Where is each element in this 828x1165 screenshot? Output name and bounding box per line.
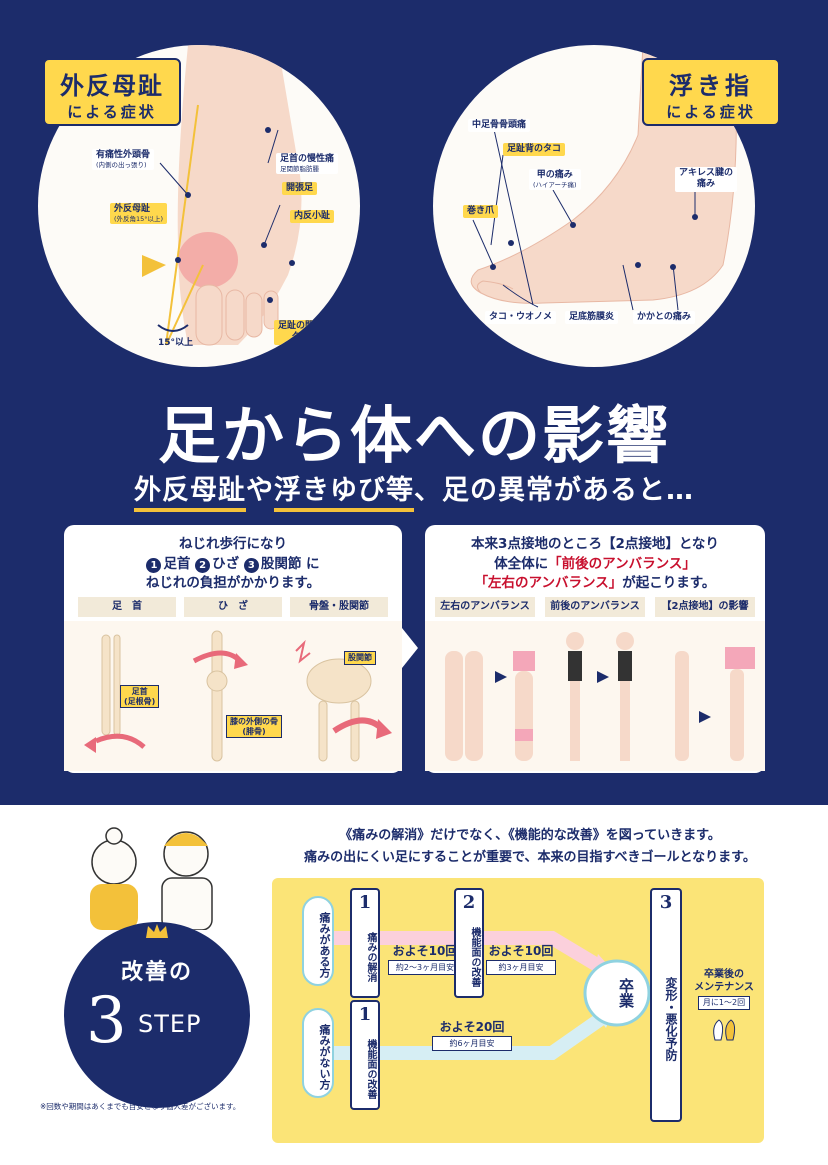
callout-corn: タコ・ウオノメ xyxy=(485,311,557,325)
step2-frequency: およそ10回約3ヶ月目安 xyxy=(486,942,556,975)
callout-splay-foot: 開張足 xyxy=(282,182,318,196)
tag-ankle: 足 首 xyxy=(78,597,176,617)
callout-ankle-pain: 足首の慢性痛足関節脂肪腫 xyxy=(276,153,339,175)
insole-icon xyxy=(713,1019,736,1041)
label-ankle-bone: 足首(足根骨) xyxy=(120,685,160,709)
imbalance-line3: 「左右のアンバランス」が起こります。 xyxy=(474,575,716,592)
graduate-label: 卒業 xyxy=(617,978,635,1008)
hallux-valgus-circle: 有痛性外頭骨(内側の出っ張り) 足首の慢性痛足関節脂肪腫 開張足 外反母趾(外反… xyxy=(38,45,360,367)
tag-lr-imbalance: 左右のアンバランス xyxy=(435,597,535,617)
without-pain-label: 痛みがない方 xyxy=(302,1008,334,1098)
tag-fb-imbalance: 前後のアンバランス xyxy=(545,597,645,617)
part-ankle: 足首 xyxy=(163,555,191,572)
step1-frequency: およそ10回約2〜3ヶ月目安 xyxy=(388,942,462,975)
step-circle-title: 改善の xyxy=(120,960,193,985)
tag-hip: 骨盤・股関節 xyxy=(290,597,388,617)
callout-painful-bone: 有痛性外頭骨(内側の出っ張り) xyxy=(92,149,155,171)
footnote: ※回数や期間はあくまでも目安となり個人差がございます。 xyxy=(40,1102,241,1111)
tag-knee: ひ ざ xyxy=(184,597,282,617)
subheadline-hallux-valgus: 外反母趾 xyxy=(134,475,246,512)
tag-two-point-effect: 【2点接地】の影響 xyxy=(655,597,755,617)
imbalance-line1: 本来3点接地のところ【2点接地】となり xyxy=(471,536,719,552)
floating-toe-title-box: 浮き指 による症状 xyxy=(642,58,780,126)
floating-toe-subtitle: による症状 xyxy=(666,103,756,121)
subheadline-floating-toe: 浮きゆび等 xyxy=(274,475,414,512)
callout-achilles: アキレス腱の痛み xyxy=(675,167,738,192)
step-circle-number: 3 xyxy=(86,984,127,1058)
num-badge-2: 2 xyxy=(195,557,211,573)
flow-arrows xyxy=(332,931,651,1060)
intro-line1: 《痛みの解消》だけでなく、《機能的な改善》を図っていきます。 xyxy=(339,828,721,843)
callout-instep: 甲の痛み(ハイアーチ痛) xyxy=(529,169,581,191)
crown-icon xyxy=(146,924,168,938)
hallux-valgus-title: 外反母趾 xyxy=(60,72,164,100)
floating-toe-title: 浮き指 xyxy=(669,72,753,100)
top-section: 有痛性外頭骨(内側の出っ張り) 足首の慢性痛足関節脂肪腫 開張足 外反母趾(外反… xyxy=(0,0,828,805)
panel-arrow xyxy=(402,628,418,668)
imbalance-line2: 体全体に「前後のアンバランス」 xyxy=(494,555,696,572)
foot-top-illustration xyxy=(142,45,302,346)
maintenance: 卒業後の メンテナンス 月に1〜2回 xyxy=(686,968,762,1042)
num-badge-1: 1 xyxy=(146,557,162,573)
maintenance-title: 卒業後の xyxy=(704,969,744,980)
particle-ni: に xyxy=(306,555,320,572)
bottom-step-frequency: およそ20回約6ヶ月目安 xyxy=(432,1018,512,1051)
callout-hallux-valgus: 外反母趾(外反角15°以上) xyxy=(110,203,168,225)
maintenance-title2: メンテナンス xyxy=(694,982,754,993)
twisted-walk-line1: ねじれ歩行になり xyxy=(179,536,287,552)
num-badge-3: 3 xyxy=(243,557,259,573)
callout-ingrown: 巻き爪 xyxy=(463,205,499,219)
twisted-walk-line3: ねじれの負担がかかります。 xyxy=(145,575,321,592)
callout-toe-back: 足趾背のタコ xyxy=(503,143,566,157)
with-pain-label: 痛みがある方 xyxy=(302,896,334,986)
people-illustration xyxy=(90,827,213,930)
hallux-valgus-title-box: 外反母趾 による症状 xyxy=(43,58,181,126)
callout-between-toes: 足趾の間のタコ xyxy=(274,320,328,345)
step-circle-word: STEP xyxy=(138,1010,202,1038)
callout-metatarsal: 中足骨骨頭痛 xyxy=(468,119,531,133)
label-knee-bone: 膝の外側の骨(腓骨) xyxy=(226,715,282,739)
angle-label: 15°以上 xyxy=(158,338,194,348)
intro-line2: 痛みの出にくい足にすることが重要で、本来の目指すべきゴールとなります。 xyxy=(304,850,756,866)
body-illustrations xyxy=(425,621,765,771)
callout-bunionette: 内反小趾 xyxy=(290,210,335,224)
maintenance-frequency: 月に1〜2回 xyxy=(697,996,751,1011)
callout-heel: かかとの痛み xyxy=(633,311,695,325)
callout-plantar: 足底筋膜炎 xyxy=(565,311,619,325)
joint-illustrations xyxy=(64,621,402,771)
label-hip-joint: 股関節 xyxy=(344,651,376,665)
subheadline-ya: や xyxy=(246,475,274,506)
intro-text: 《痛みの解消》だけでなく、《機能的な改善》を図っていきます。 痛みの出にくい足に… xyxy=(270,825,790,869)
imbalance-title: 本来3点接地のところ【2点接地】となり 体全体に「前後のアンバランス」 「左右の… xyxy=(425,535,765,594)
subheadline-rest: 、足の異常があると… xyxy=(414,475,694,506)
hallux-valgus-subtitle: による症状 xyxy=(67,103,157,121)
imbalance-panel: 本来3点接地のところ【2点接地】となり 体全体に「前後のアンバランス」 「左右の… xyxy=(425,525,765,773)
part-knee: ひざ xyxy=(212,555,240,572)
headline: 足から体への影響 xyxy=(157,399,670,472)
part-hip: 股関節 xyxy=(260,555,302,572)
subheadline: 外反母趾や浮きゆび等、足の異常があると… xyxy=(0,468,828,512)
improvement-3step-circle: 改善の 3 STEP xyxy=(64,922,250,1108)
